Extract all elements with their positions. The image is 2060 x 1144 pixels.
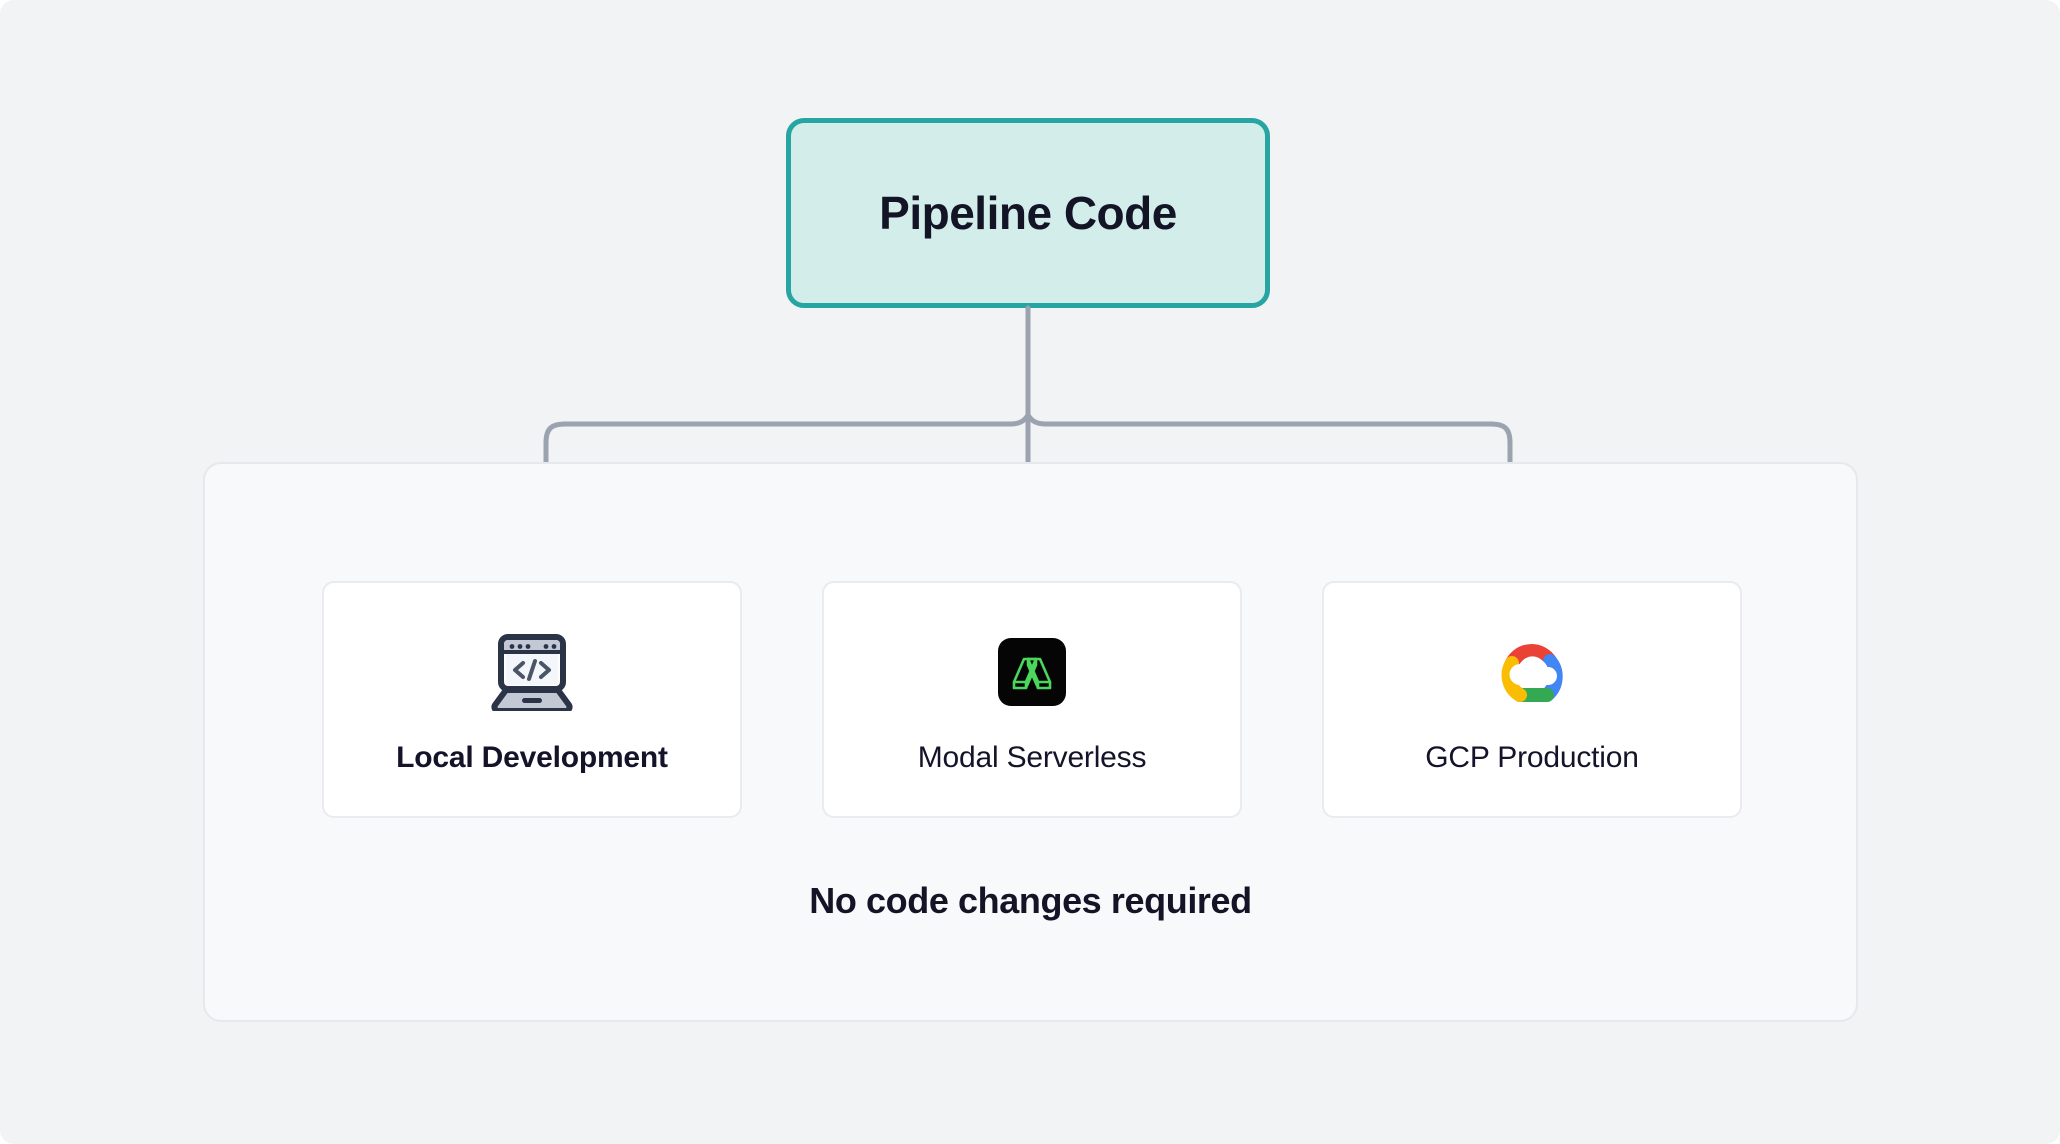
pipeline-code-label: Pipeline Code <box>879 187 1177 239</box>
laptop-code-icon <box>487 627 577 717</box>
platform-cards-row: Local Development <box>322 581 1742 818</box>
platform-card-label-local-development: Local Development <box>396 741 668 774</box>
no-code-changes-note: No code changes required <box>809 880 1252 921</box>
platform-card-gcp-production[interactable]: GCP Production <box>1322 581 1742 818</box>
modal-logo-icon <box>987 627 1077 717</box>
google-cloud-logo-icon <box>1487 627 1577 717</box>
platform-card-label-gcp-production: GCP Production <box>1425 741 1639 774</box>
pipeline-code-node: Pipeline Code <box>786 118 1270 308</box>
platform-card-modal-serverless[interactable]: Modal Serverless <box>822 581 1242 818</box>
platform-card-local-development[interactable]: Local Development <box>322 581 742 818</box>
platform-card-label-modal-serverless: Modal Serverless <box>917 741 1147 774</box>
